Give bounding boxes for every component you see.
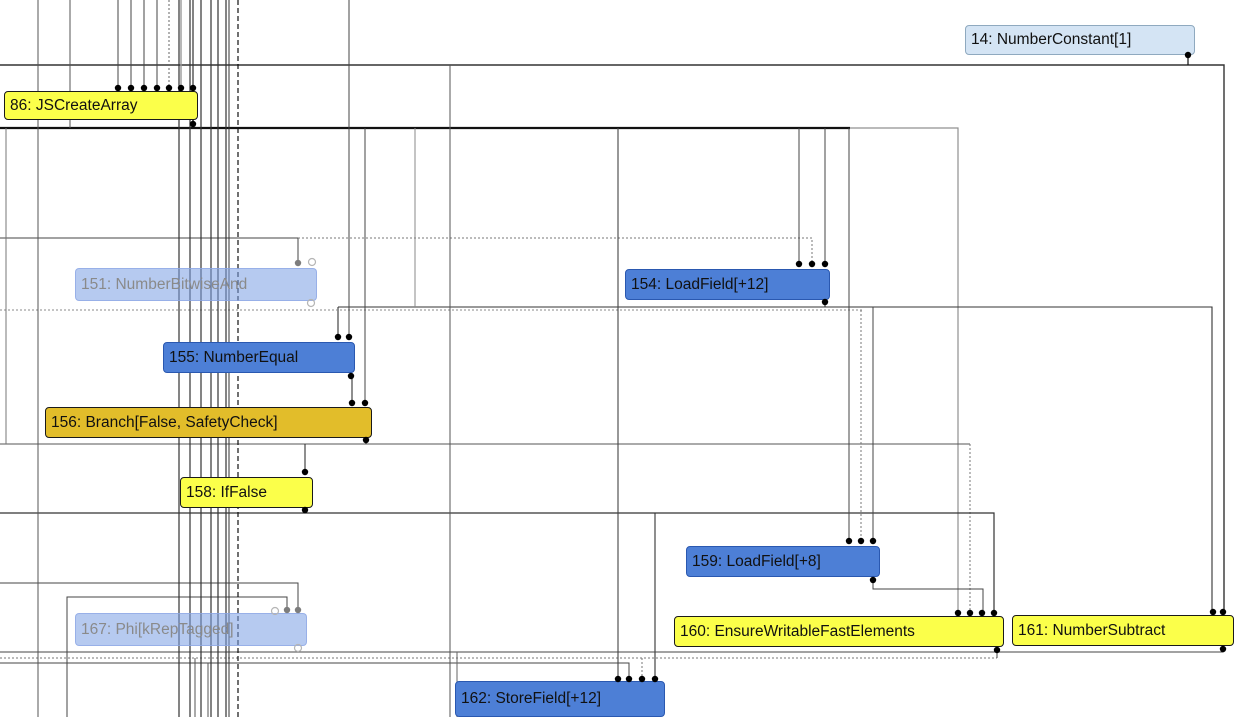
graph-node-155[interactable]: 155: NumberEqual — [163, 342, 355, 373]
graph-edge — [0, 64, 1225, 612]
graph-node-86[interactable]: 86: JSCreateArray — [4, 91, 198, 120]
graph-edge — [0, 512, 995, 613]
graph-node-label: 156: Branch[False, SafetyCheck] — [51, 413, 278, 431]
graph-node-label: 86: JSCreateArray — [10, 96, 138, 114]
graph-node-14[interactable]: 14: NumberConstant[1] — [965, 25, 1195, 55]
graph-node-158[interactable]: 158: IfFalse — [180, 477, 313, 508]
graph-node-160[interactable]: 160: EnsureWritableFastElements — [674, 616, 1004, 647]
graph-node-label: 155: NumberEqual — [169, 348, 299, 366]
graph-node-label: 14: NumberConstant[1] — [971, 31, 1132, 48]
graph-node-167[interactable]: 167: Phi[kRepTagged] — [75, 613, 307, 646]
graph-edge — [66, 596, 288, 717]
graph-node-label: 160: EnsureWritableFastElements — [680, 622, 915, 640]
graph-edge — [338, 306, 1213, 612]
graph-node-162[interactable]: 162: StoreField[+12] — [455, 681, 665, 717]
graph-edge — [0, 582, 299, 610]
graph-node-label: 151: NumberBitwiseAnd — [81, 275, 248, 293]
graph-node-label: 154: LoadField[+12] — [631, 275, 769, 293]
graph-node-154[interactable]: 154: LoadField[+12] — [625, 269, 830, 300]
graph-edge — [298, 237, 813, 264]
graph-node-label: 162: StoreField[+12] — [461, 690, 602, 707]
graph-edge — [872, 580, 984, 613]
graph-edge — [0, 662, 630, 679]
graph-node-159[interactable]: 159: LoadField[+8] — [686, 546, 880, 577]
graph-node-161[interactable]: 161: NumberSubtract — [1012, 615, 1234, 646]
graph-node-label: 158: IfFalse — [186, 483, 267, 501]
graph-node-label: 167: Phi[kRepTagged] — [81, 620, 234, 638]
graph-node-156[interactable]: 156: Branch[False, SafetyCheck] — [45, 407, 372, 438]
graph-node-151[interactable]: 151: NumberBitwiseAnd — [75, 268, 317, 301]
graph-edge — [850, 127, 959, 613]
graph-node-label: 159: LoadField[+8] — [692, 552, 821, 570]
graph-node-label: 161: NumberSubtract — [1018, 621, 1166, 639]
